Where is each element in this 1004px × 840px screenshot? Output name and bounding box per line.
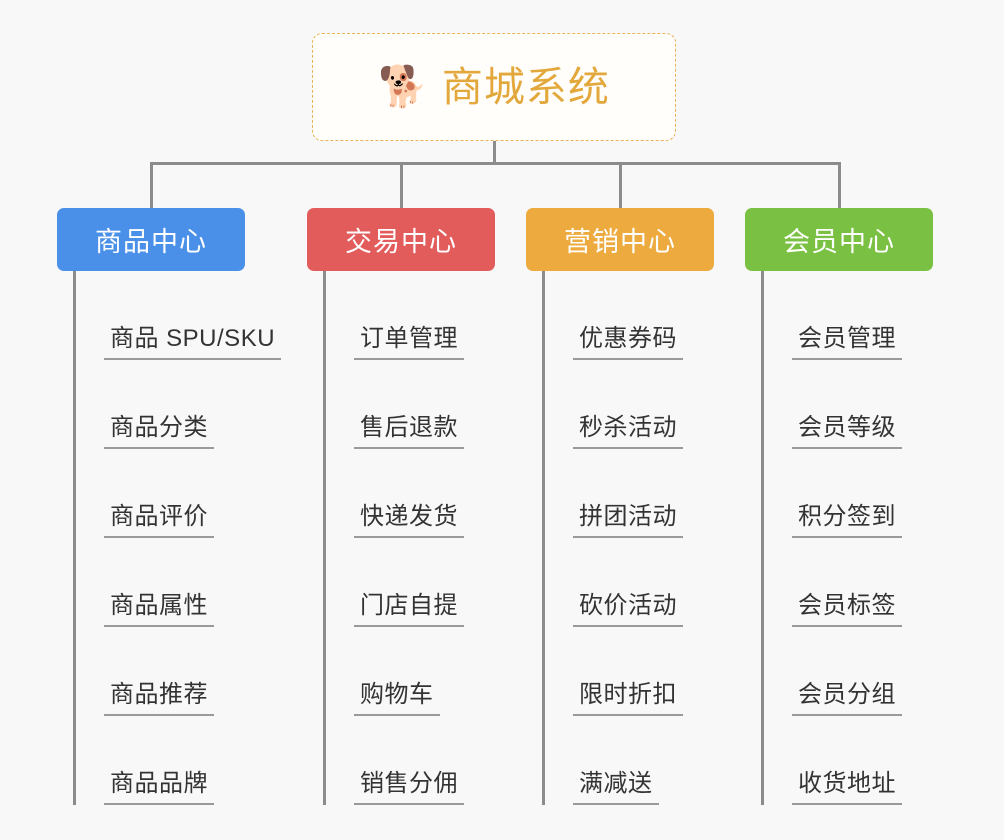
list-item-label: 门店自提 <box>360 591 458 619</box>
root-node[interactable]: 🐕 商城系统 <box>312 33 676 141</box>
list-item[interactable]: 门店自提 <box>354 538 495 627</box>
list-item[interactable]: 商品品牌 <box>104 716 281 805</box>
list-item-label: 优惠券码 <box>579 324 677 352</box>
list-item-label: 销售分佣 <box>360 769 458 797</box>
list-item[interactable]: 购物车 <box>354 627 495 716</box>
connector-root-stem <box>493 141 496 164</box>
list-item-label: 商品评价 <box>110 502 208 530</box>
list-item[interactable]: 拼团活动 <box>573 449 714 538</box>
list-item-label: 购物车 <box>360 680 434 708</box>
branch-marketing-center: 营销中心 优惠券码 秒杀活动 拼团活动 砍价活动 限时折扣 满减送 <box>526 208 714 805</box>
branch-header-member-center[interactable]: 会员中心 <box>745 208 933 271</box>
list-item-label: 商品推荐 <box>110 680 208 708</box>
connector-drop-trade-center <box>400 162 403 209</box>
list-item[interactable]: 砍价活动 <box>573 538 714 627</box>
root-node-label: 商城系统 <box>441 63 610 110</box>
branch-items-trade-center: 订单管理 售后退款 快递发货 门店自提 购物车 销售分佣 <box>323 271 495 805</box>
list-item[interactable]: 商品 SPU/SKU <box>104 271 282 360</box>
list-item-label: 秒杀活动 <box>579 413 677 441</box>
branch-header-label: 会员中心 <box>783 227 895 257</box>
connector-horizontal-bus <box>150 162 840 165</box>
list-item-label: 收货地址 <box>798 769 896 797</box>
list-item-label: 商品 SPU/SKU <box>110 324 276 352</box>
list-item-label: 会员管理 <box>798 324 896 352</box>
list-item[interactable]: 限时折扣 <box>573 627 714 716</box>
list-item-label: 满减送 <box>579 769 653 797</box>
list-item-label: 商品属性 <box>110 591 208 619</box>
list-item[interactable]: 商品评价 <box>104 449 281 538</box>
connector-drop-marketing-center <box>619 162 622 209</box>
shiba-dog-face-icon: 🐕 <box>378 65 428 109</box>
branch-header-marketing-center[interactable]: 营销中心 <box>526 208 714 271</box>
list-item[interactable]: 订单管理 <box>354 271 495 360</box>
list-item[interactable]: 商品分类 <box>104 360 281 449</box>
list-item[interactable]: 会员标签 <box>792 538 933 627</box>
list-item[interactable]: 会员分组 <box>792 627 933 716</box>
branch-header-trade-center[interactable]: 交易中心 <box>307 208 495 271</box>
list-item[interactable]: 售后退款 <box>354 360 495 449</box>
list-item-label: 商品品牌 <box>110 769 208 797</box>
branch-header-product-center[interactable]: 商品中心 <box>57 208 245 271</box>
branch-items-member-center: 会员管理 会员等级 积分签到 会员标签 会员分组 收货地址 <box>761 271 933 805</box>
branch-header-label: 商品中心 <box>95 227 207 257</box>
list-item[interactable]: 会员管理 <box>792 271 933 360</box>
list-item-label: 商品分类 <box>110 413 208 441</box>
list-item[interactable]: 会员等级 <box>792 360 933 449</box>
list-item[interactable]: 优惠券码 <box>573 271 714 360</box>
list-item-label: 售后退款 <box>360 413 458 441</box>
list-item-label: 会员分组 <box>798 680 896 708</box>
list-item[interactable]: 收货地址 <box>792 716 933 805</box>
list-item-label: 会员标签 <box>798 591 896 619</box>
list-item-label: 拼团活动 <box>579 502 677 530</box>
list-item-label: 积分签到 <box>798 502 896 530</box>
branch-items-product-center: 商品 SPU/SKU 商品分类 商品评价 商品属性 商品推荐 商品品牌 <box>73 271 282 805</box>
list-item[interactable]: 秒杀活动 <box>573 360 714 449</box>
list-item[interactable]: 商品推荐 <box>104 627 281 716</box>
list-item[interactable]: 积分签到 <box>792 449 933 538</box>
list-item[interactable]: 满减送 <box>573 716 714 805</box>
list-item[interactable]: 快递发货 <box>354 449 495 538</box>
branch-header-label: 营销中心 <box>564 227 676 257</box>
branch-header-label: 交易中心 <box>345 227 457 257</box>
branch-member-center: 会员中心 会员管理 会员等级 积分签到 会员标签 会员分组 收货地址 <box>745 208 933 805</box>
list-item-label: 限时折扣 <box>579 680 677 708</box>
connector-drop-product-center <box>150 162 153 209</box>
connector-drop-member-center <box>838 162 841 209</box>
branch-items-marketing-center: 优惠券码 秒杀活动 拼团活动 砍价活动 限时折扣 满减送 <box>542 271 714 805</box>
list-item-label: 订单管理 <box>360 324 458 352</box>
branch-product-center: 商品中心 商品 SPU/SKU 商品分类 商品评价 商品属性 商品推荐 商品品牌 <box>57 208 282 805</box>
list-item-label: 快递发货 <box>360 502 458 530</box>
branch-trade-center: 交易中心 订单管理 售后退款 快递发货 门店自提 购物车 销售分佣 <box>307 208 495 805</box>
list-item[interactable]: 商品属性 <box>104 538 281 627</box>
list-item[interactable]: 销售分佣 <box>354 716 495 805</box>
list-item-label: 会员等级 <box>798 413 896 441</box>
list-item-label: 砍价活动 <box>579 591 677 619</box>
